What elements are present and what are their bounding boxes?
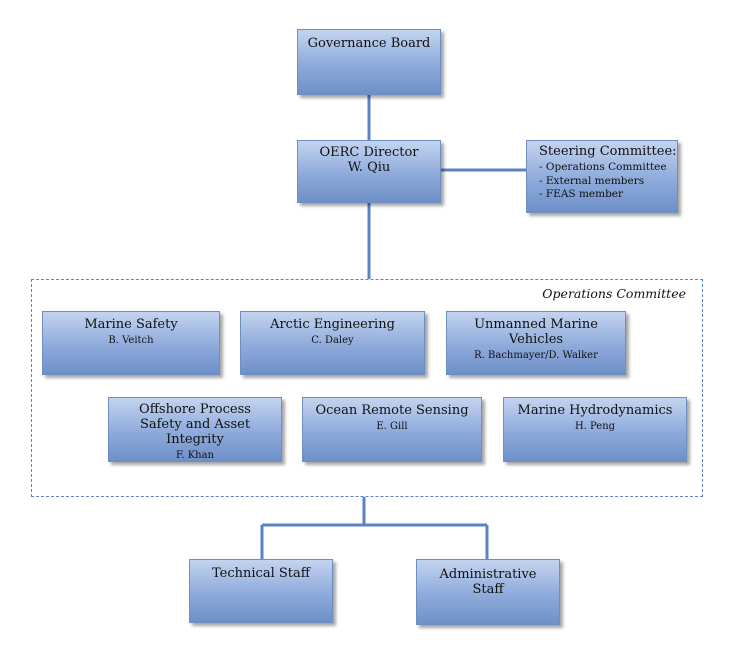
oerc-director-box: OERC Director W. Qiu <box>297 140 441 203</box>
operations-committee-frame: Operations Committee <box>31 279 703 497</box>
unit-ocean-remote-sensing-box: Ocean Remote Sensing E. Gill <box>302 397 482 462</box>
steering-item: - External members <box>539 174 645 187</box>
governance-board-title: Governance Board <box>307 36 431 51</box>
unit-title: Marine Safety <box>84 317 178 332</box>
unit-lead: B. Veitch <box>108 334 154 346</box>
administrative-staff-title: Administrative Staff <box>439 567 537 597</box>
unit-title: Offshore Process Safety and Asset Integr… <box>139 402 251 447</box>
unit-title: Marine Hydrodynamics <box>517 403 673 418</box>
unit-title: Ocean Remote Sensing <box>315 403 469 418</box>
unit-marine-safety-box: Marine Safety B. Veitch <box>42 311 220 375</box>
technical-staff-box: Technical Staff <box>189 559 333 623</box>
unit-lead: E. Gill <box>376 420 408 432</box>
director-name: W. Qiu <box>347 159 391 175</box>
steering-item: - Operations Committee <box>539 160 667 173</box>
steering-committee-box: Steering Committee: - Operations Committ… <box>526 140 678 213</box>
unit-lead: F. Khan <box>175 449 215 461</box>
technical-staff-title: Technical Staff <box>212 566 310 581</box>
unit-title: Unmanned Marine Vehicles <box>474 317 598 347</box>
steering-item: - FEAS member <box>539 188 624 201</box>
unit-arctic-engineering-box: Arctic Engineering C. Daley <box>240 311 425 375</box>
director-title: OERC Director <box>319 145 419 160</box>
unit-marine-hydrodynamics-box: Marine Hydrodynamics H. Peng <box>503 397 687 462</box>
unit-lead: H. Peng <box>574 420 616 432</box>
steering-committee-title: Steering Committee: <box>539 144 677 159</box>
governance-board-box: Governance Board <box>297 29 441 95</box>
unit-title: Arctic Engineering <box>270 317 395 332</box>
operations-committee-label: Operations Committee <box>542 286 686 301</box>
unit-unmanned-vehicles-box: Unmanned Marine Vehicles R. Bachmayer/D.… <box>446 311 626 375</box>
unit-lead: C. Daley <box>311 334 354 346</box>
unit-offshore-safety-box: Offshore Process Safety and Asset Integr… <box>108 397 282 462</box>
administrative-staff-box: Administrative Staff <box>416 559 560 625</box>
unit-lead: R. Bachmayer/D. Walker <box>474 349 598 361</box>
